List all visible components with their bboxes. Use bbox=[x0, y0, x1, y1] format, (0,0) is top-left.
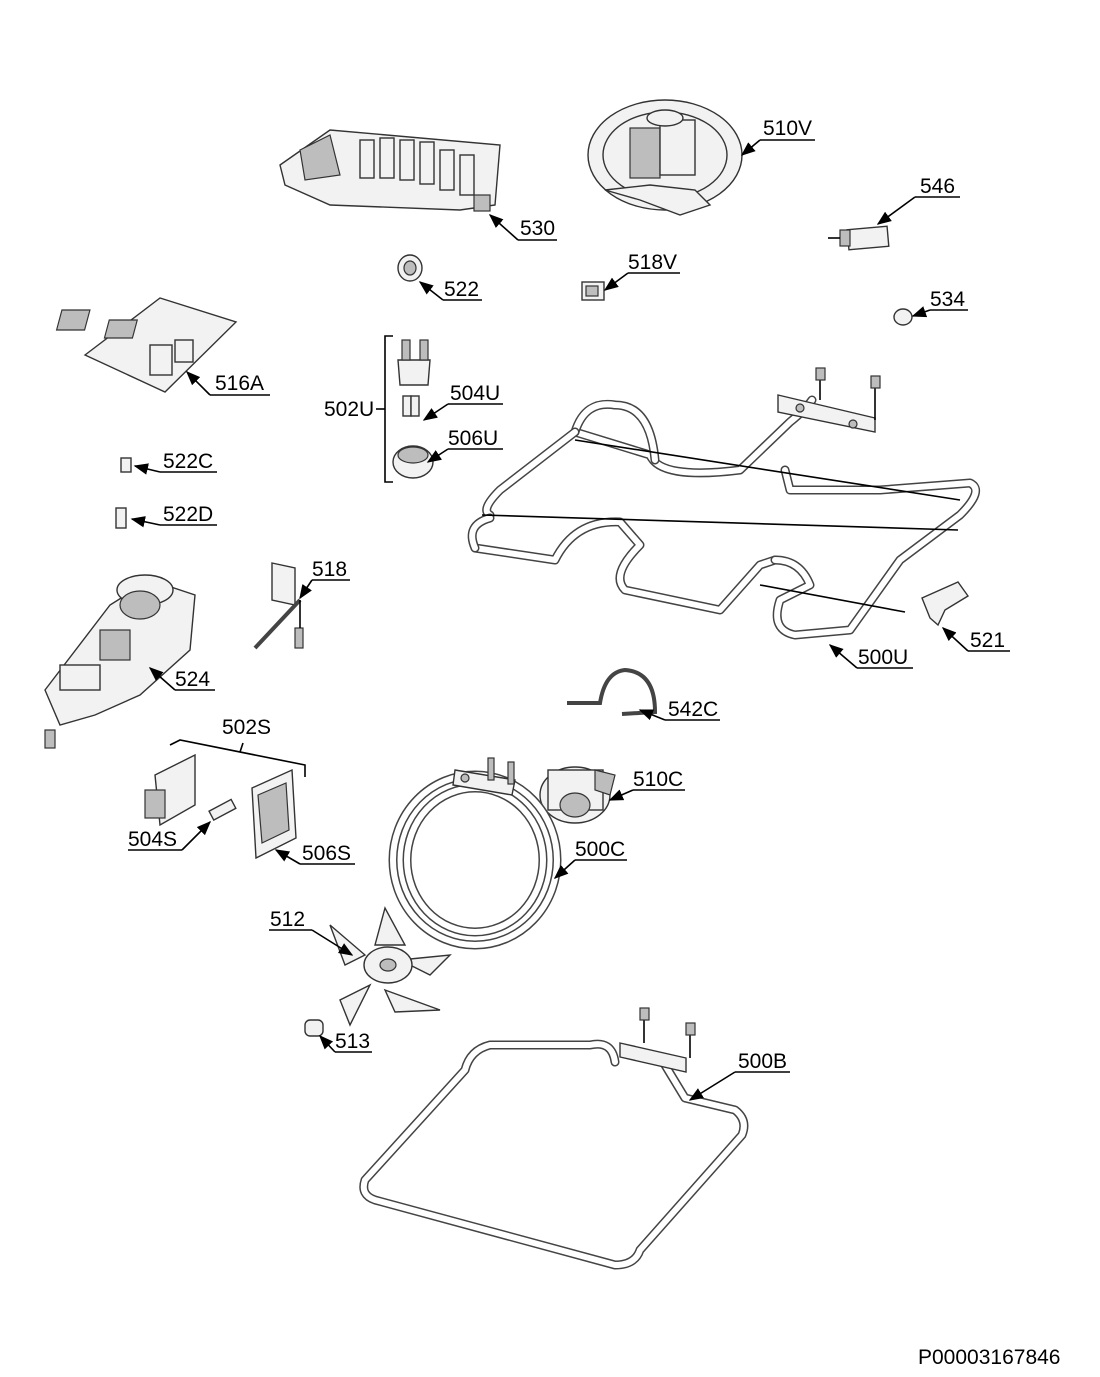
label-542C: 542C bbox=[638, 698, 720, 721]
part-524-door-lock bbox=[44, 574, 196, 749]
part-506S bbox=[251, 768, 297, 860]
label-text: 522C bbox=[163, 450, 213, 473]
label-510C: 510C bbox=[608, 768, 685, 801]
label-text: 542C bbox=[668, 698, 718, 721]
label-text: 506S bbox=[302, 842, 351, 865]
label-text: 504U bbox=[450, 382, 500, 405]
label-text: 518 bbox=[312, 558, 347, 581]
part-504S bbox=[208, 798, 237, 821]
label-516A: 516A bbox=[185, 370, 270, 396]
label-510V: 510V bbox=[740, 117, 815, 156]
part-530-terminal-block bbox=[279, 129, 501, 212]
part-518V-thermostat bbox=[581, 281, 605, 301]
label-text: 534 bbox=[930, 288, 965, 311]
part-513-nut bbox=[304, 1019, 324, 1037]
label-506U: 506U bbox=[426, 427, 503, 463]
part-500U-top-element bbox=[467, 367, 981, 640]
label-text: 530 bbox=[520, 217, 555, 240]
part-504U bbox=[402, 395, 420, 417]
label-text: 518V bbox=[628, 251, 677, 274]
part-521-bracket bbox=[921, 581, 970, 627]
part-512-fan-blade bbox=[329, 906, 452, 1027]
label-text: 524 bbox=[175, 668, 210, 691]
label-text: 500C bbox=[575, 838, 625, 861]
part-546-lamp bbox=[828, 225, 890, 251]
label-504S: 504S bbox=[128, 820, 212, 851]
label-518: 518 bbox=[299, 558, 350, 600]
label-530: 530 bbox=[488, 214, 557, 241]
label-521: 521 bbox=[941, 627, 1010, 652]
label-text: 502S bbox=[222, 716, 271, 739]
label-522: 522 bbox=[418, 278, 482, 301]
label-text: 521 bbox=[970, 629, 1005, 652]
part-506U bbox=[392, 445, 434, 479]
label-500B: 500B bbox=[688, 1050, 790, 1101]
label-text: 522 bbox=[444, 278, 479, 301]
label-504U: 504U bbox=[422, 382, 503, 421]
part-542C-clamp bbox=[567, 667, 658, 716]
part-502U-switch-group: 502U bbox=[324, 335, 431, 483]
label-522C: 522C bbox=[133, 450, 217, 475]
label-524: 524 bbox=[148, 667, 215, 691]
part-510C-fan-motor bbox=[539, 766, 616, 824]
part-534-cap bbox=[893, 308, 913, 326]
part-500C-ring-element bbox=[388, 757, 562, 950]
label-522D: 522D bbox=[130, 503, 217, 528]
label-text: 504S bbox=[128, 828, 177, 851]
label-506S: 506S bbox=[274, 842, 355, 865]
label-546: 546 bbox=[876, 175, 960, 225]
label-500C: 500C bbox=[553, 838, 627, 879]
label-text: 516A bbox=[215, 372, 264, 395]
reference-code: P00003167846 bbox=[918, 1346, 1060, 1369]
label-text: 510C bbox=[633, 768, 683, 791]
part-516A-control-board bbox=[55, 297, 238, 393]
label-text: 522D bbox=[163, 503, 213, 526]
label-518V: 518V bbox=[603, 251, 680, 291]
part-522D bbox=[115, 507, 127, 529]
label-text: 513 bbox=[335, 1030, 370, 1053]
label-text: 500U bbox=[858, 646, 908, 669]
label-text: 502U bbox=[324, 398, 374, 421]
part-510V-fan-motor bbox=[587, 99, 743, 216]
label-text: 500B bbox=[738, 1050, 787, 1073]
label-text: 510V bbox=[763, 117, 812, 140]
part-502S-switch-group: 502S bbox=[144, 716, 306, 827]
label-text: 506U bbox=[448, 427, 498, 450]
part-500B-bottom-element bbox=[359, 1007, 749, 1270]
part-522C bbox=[120, 457, 132, 473]
label-text: 512 bbox=[270, 908, 305, 931]
label-513: 513 bbox=[319, 1030, 372, 1053]
label-500U: 500U bbox=[828, 644, 913, 669]
part-518-sensor bbox=[253, 562, 304, 650]
label-512: 512 bbox=[269, 908, 354, 956]
part-522-clip bbox=[397, 254, 423, 282]
label-text: 546 bbox=[920, 175, 955, 198]
label-534: 534 bbox=[911, 288, 968, 318]
